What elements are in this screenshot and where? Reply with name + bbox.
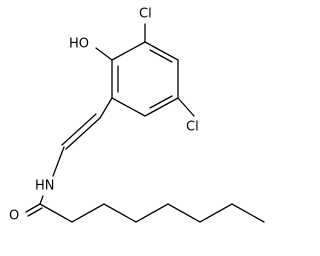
n-n-bond — [52, 146, 65, 177]
chlorine-right-label: Cl — [186, 120, 199, 135]
octanoyl-chain — [39, 203, 265, 223]
imine-double-bond — [61, 113, 97, 146]
oh-bond — [95, 47, 113, 61]
ring-bond — [144, 41, 179, 61]
cl-right-bond — [177, 97, 195, 117]
ring-bond — [111, 41, 146, 61]
imine-double-bond — [65, 117, 101, 150]
alkyl-chain — [39, 203, 265, 223]
ring-double-bond — [149, 95, 173, 109]
hydroxyl-label: HO — [69, 37, 89, 52]
ring-to-ch-bond — [99, 97, 113, 119]
ring-double-bond — [149, 49, 173, 63]
carbonyl-double-bond — [27, 207, 43, 217]
chlorine-top-label: Cl — [139, 7, 152, 22]
chemical-structure-diagram: HO Cl Cl HN O — [9, 7, 265, 224]
benzene-ring — [111, 41, 179, 117]
ring-bond — [144, 97, 179, 117]
ring-bond — [111, 97, 146, 117]
carbonyl-double-bond — [25, 203, 41, 213]
carbonyl-oxygen-label: O — [9, 209, 19, 224]
substituent-bonds — [25, 23, 195, 217]
amide-nh-label: HN — [35, 179, 55, 194]
nh-to-carbonyl-bond — [39, 195, 44, 205]
